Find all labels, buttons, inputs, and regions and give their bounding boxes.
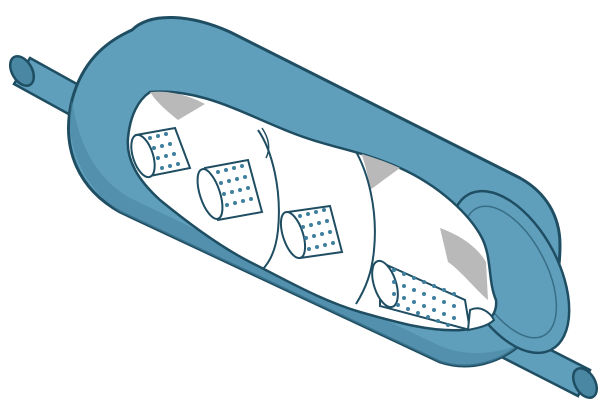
muffler-cutaway-illustration [0,0,615,415]
muffler-figure [0,0,615,415]
